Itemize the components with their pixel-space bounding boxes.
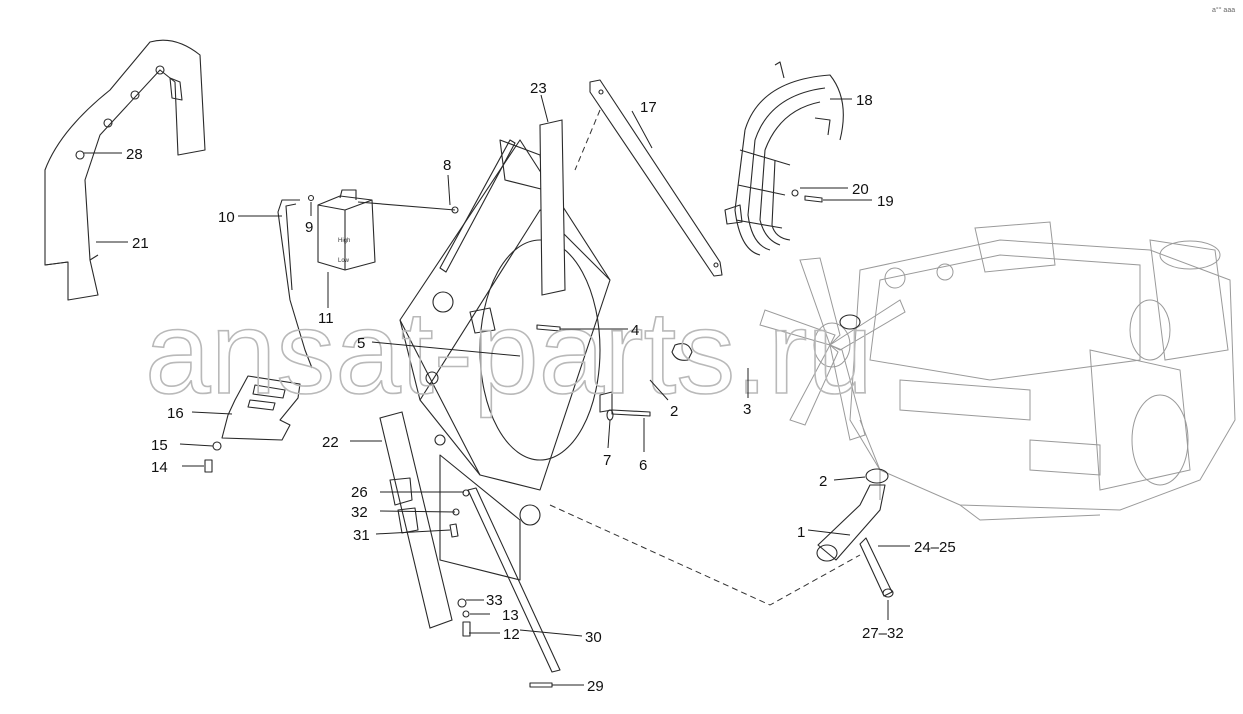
hose-clamp: [307, 194, 315, 202]
callout-1: 1: [797, 524, 805, 541]
callouts: 1 2 2 3 4 5 6 7 8 9 10 11 12 13 14 15 16…: [126, 80, 956, 695]
callout-2-upper: 2: [670, 403, 678, 420]
callout-15: 15: [151, 437, 168, 454]
side-bar-right: [539, 119, 566, 296]
engine-block: [849, 221, 1236, 521]
reference-line-fan: [574, 109, 601, 171]
strap-17: [589, 79, 723, 277]
callout-32: 32: [351, 504, 368, 521]
leader-lines: [84, 94, 910, 686]
rod-nut: [451, 206, 459, 214]
callout-21: 21: [132, 235, 149, 252]
callout-5: 5: [357, 335, 365, 352]
side-bar-left: [379, 411, 453, 629]
washer-15: [212, 441, 222, 451]
callout-11: 11: [318, 310, 334, 327]
upper-strap: [439, 139, 516, 273]
tank-mark-low: Low: [338, 258, 350, 264]
callout-17: 17: [640, 99, 657, 116]
callout-23: 23: [530, 80, 547, 97]
callout-16: 16: [167, 405, 184, 422]
callout-14: 14: [151, 459, 168, 476]
callout-24-25: 24–25: [914, 539, 956, 556]
washer-33: [457, 598, 467, 608]
callout-27-32: 27–32: [862, 625, 904, 642]
callout-9: 9: [305, 219, 313, 236]
watermark: ansat-parts.ru: [145, 287, 873, 419]
callout-26: 26: [351, 484, 368, 501]
bolt-29: [529, 682, 553, 688]
callout-6: 6: [639, 457, 647, 474]
screw-14: [204, 459, 213, 473]
side-bar-cutouts: [389, 477, 419, 534]
bolt-6: [611, 409, 651, 417]
expansion-tank: High Low: [317, 189, 376, 271]
reference-line-hose: [549, 504, 861, 606]
callout-2-lower: 2: [819, 473, 827, 490]
callout-31: 31: [353, 527, 370, 544]
fan-guard: [724, 61, 844, 256]
tank-mark-high: High: [338, 238, 350, 244]
callout-18: 18: [856, 92, 873, 109]
callout-12: 12: [503, 626, 520, 643]
lower-hose: [816, 484, 894, 598]
bolt-4: [536, 324, 561, 332]
strap-hole-top: [598, 89, 604, 95]
tank-rod: [357, 201, 456, 211]
nut-26: [462, 489, 470, 497]
callout-30: 30: [585, 629, 602, 646]
corner-code: a°° aaa: [1212, 6, 1235, 14]
washer-20: [791, 189, 799, 197]
callout-29: 29: [587, 678, 604, 695]
hose-3: [671, 343, 693, 361]
bracket-16: [221, 375, 301, 441]
callout-7: 7: [603, 452, 611, 469]
strut-30: [467, 487, 561, 673]
washer-13: [462, 610, 470, 618]
callout-3: 3: [743, 401, 751, 418]
callout-8: 8: [443, 157, 451, 174]
callout-28: 28: [126, 146, 143, 163]
strap-hole-bottom: [713, 262, 719, 268]
screw-31: [449, 523, 459, 538]
clamp-2-upper: [839, 314, 861, 330]
frame-arch: [44, 39, 206, 301]
bolt-19: [804, 195, 823, 203]
callout-10: 10: [218, 209, 235, 226]
callout-4: 4: [631, 322, 639, 339]
callout-22: 22: [322, 434, 339, 451]
callout-19: 19: [877, 193, 894, 210]
clamp-2-lower: [865, 468, 889, 484]
callout-33: 33: [486, 592, 503, 609]
callout-13: 13: [502, 607, 519, 624]
fan-blades: [759, 257, 906, 441]
callout-20: 20: [852, 181, 869, 198]
overflow-hose: [277, 199, 313, 369]
screw-12: [462, 621, 471, 637]
